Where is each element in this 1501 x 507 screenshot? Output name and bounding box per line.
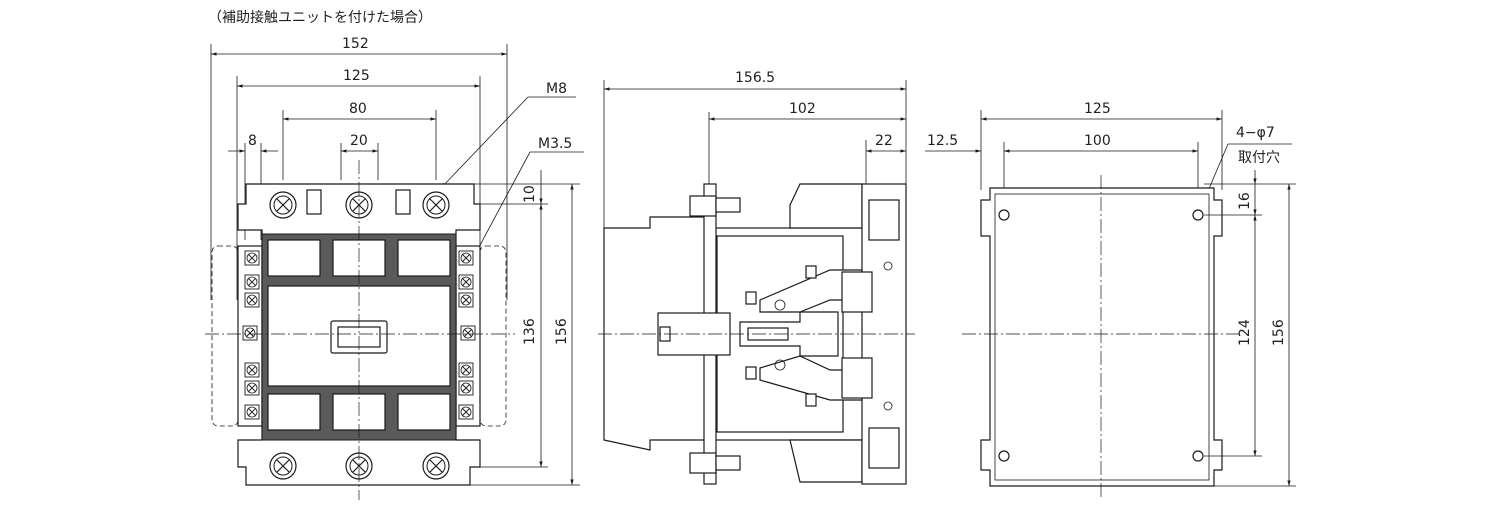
- dim-depth-aux: 22: [875, 133, 893, 149]
- dim-aux-width: 8: [248, 133, 257, 149]
- dim-hole-pitch-vertical: 124: [1237, 319, 1253, 346]
- dim-width-overall: 152: [342, 36, 369, 52]
- hole-label: 4−φ7: [1236, 125, 1275, 141]
- dim-height-overall: 156: [554, 318, 570, 345]
- dim-mount-height: 156: [1271, 319, 1287, 346]
- dim-top-offset: 10: [522, 185, 538, 203]
- label-aux-screw: M3.5: [538, 136, 572, 152]
- label-main-screw: M8: [546, 81, 567, 97]
- dim-edge-offset: 12.5: [927, 133, 958, 149]
- dim-depth-overall: 156.5: [735, 70, 775, 86]
- drawing-caption: （補助接触ユニットを付けた場合）: [208, 9, 432, 26]
- dim-width-mount: 125: [343, 68, 370, 84]
- dim-hole-top: 16: [1237, 192, 1253, 210]
- front-view: 152 125 80 20 8 M8 M3.5 10: [205, 36, 584, 500]
- dim-height-inner: 136: [522, 318, 538, 345]
- dim-width-terminals: 80: [349, 101, 367, 117]
- hole-label-sub: 取付穴: [1238, 150, 1280, 166]
- dim-depth-body: 102: [789, 101, 816, 117]
- side-view: 156.5 102 22: [598, 70, 915, 485]
- dim-mount-width-outer: 125: [1084, 101, 1111, 117]
- mounting-view: 125 100 12.5 4−φ7 取付穴 16 124 156: [925, 101, 1296, 500]
- dim-width-center: 20: [350, 133, 368, 149]
- dim-hole-pitch-horizontal: 100: [1084, 133, 1111, 149]
